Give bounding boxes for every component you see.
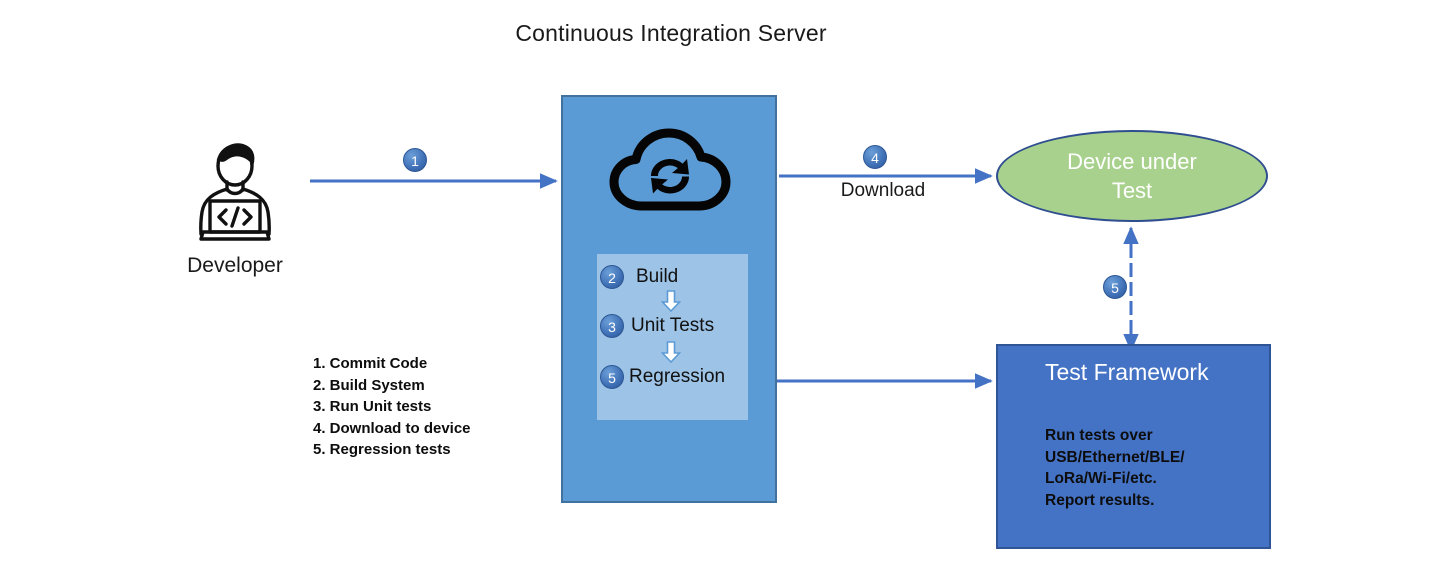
pipeline-step-unit-tests: 3 Unit Tests [600,313,714,339]
pipeline-badge-regression: 5 [600,365,624,389]
flow-badge-5: 5 [1103,275,1127,299]
device-under-test-line1: Device under [1067,149,1197,174]
flow-badge-4: 4 [863,145,887,169]
pipeline-step-regression: 5 Regression [600,364,725,390]
developer-person-laptop-icon [199,143,271,241]
download-label: Download [840,180,926,201]
down-block-arrow-icon-1 [661,290,681,312]
test-framework-title: Test Framework [1045,359,1209,385]
pipeline-label-build: Build [636,266,679,287]
down-block-arrow-icon-2 [661,341,681,363]
pipeline-label-unit-tests: Unit Tests [631,315,715,336]
legend-item: 1. Commit Code [313,355,428,372]
pipeline-label-regression: Regression [629,366,726,387]
legend-item: 3. Run Unit tests [313,398,432,415]
device-under-test-line2: Test [1111,178,1153,203]
legend-item: 5. Regression tests [313,441,451,458]
flow-badge-1: 1 [403,148,427,172]
legend-item: 4. Download to device [313,419,471,437]
pipeline-badge-build: 2 [600,265,624,289]
legend-list: 1. Commit Code 2. Build System 3. Run Un… [313,353,471,461]
device-under-test-node: Device under Test [996,130,1268,222]
developer-label: Developer [187,254,283,277]
legend-item: 2. Build System [313,376,425,394]
test-framework-body: Run tests over USB/Ethernet/BLE/ LoRa/Wi… [1045,427,1185,509]
device-under-test-label: Device under Test [1057,147,1207,205]
cloud-sync-icon [608,128,732,212]
test-framework-box [996,344,1271,549]
pipeline-step-build: 2 Build [600,264,678,290]
pipeline-badge-unit-tests: 3 [600,314,624,338]
page-title: Continuous Integration Server [515,20,827,46]
developer-group: Developer [180,138,290,278]
